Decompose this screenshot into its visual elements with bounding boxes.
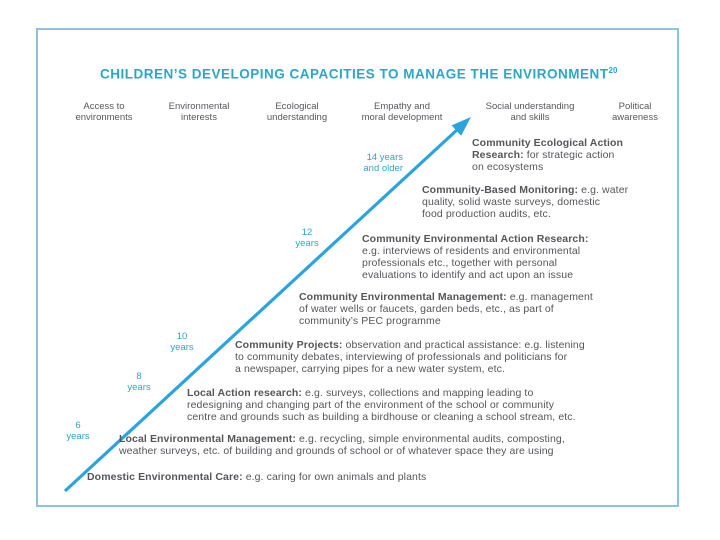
stage-lead: Community Ecological Action Research: bbox=[472, 137, 624, 161]
stage-community-ecological-action-research: Community Ecological Action Research: fo… bbox=[472, 137, 623, 173]
column-header-environmental-interests: Environmental interests bbox=[168, 101, 230, 123]
stage-rest: e.g. interviews of residents and environ… bbox=[362, 245, 581, 281]
column-header-empathy-moral-development: Empathy and moral development bbox=[361, 101, 443, 123]
stage-community-projects: Community Projects: observation and prac… bbox=[235, 339, 585, 375]
column-header-social-understanding-skills: Social understanding and skills bbox=[485, 101, 575, 123]
stage-community-based-monitoring: Community-Based Monitoring: e.g. water q… bbox=[422, 184, 628, 220]
figure-box: CHILDREN’S DEVELOPING CAPACITIES TO MANA… bbox=[36, 28, 679, 507]
stage-lead: Community-Based Monitoring: bbox=[422, 184, 579, 196]
stage-community-environmental-action-research: Community Environmental Action Research:… bbox=[362, 233, 588, 281]
age-label-8: 8 years bbox=[127, 371, 151, 393]
stage-lead: Community Projects: bbox=[235, 339, 343, 351]
stage-lead: Domestic Environmental Care: bbox=[87, 471, 243, 483]
stage-rest: e.g. recycling, simple environmental aud… bbox=[119, 433, 565, 457]
age-label-12: 12 years bbox=[295, 227, 319, 249]
age-label-14-and-older: 14 years and older bbox=[363, 152, 403, 174]
stage-rest: e.g. caring for own animals and plants bbox=[242, 471, 427, 483]
column-header-political-awareness: Political awareness bbox=[612, 101, 658, 123]
stage-rest: e.g. management of water wells or faucet… bbox=[299, 291, 593, 327]
age-label-10: 10 years bbox=[170, 331, 194, 353]
figure-title-text: CHILDREN’S DEVELOPING CAPACITIES TO MANA… bbox=[100, 66, 609, 82]
stage-local-action-research: Local Action research: e.g. surveys, col… bbox=[187, 387, 576, 423]
stage-rest: for strategic action on ecosystems bbox=[472, 149, 615, 173]
stage-rest: observation and practical assistance: e.… bbox=[235, 339, 585, 375]
column-header-access-to-environments: Access to environments bbox=[75, 101, 133, 123]
stage-lead: Community Environmental Action Research: bbox=[362, 233, 589, 245]
stage-lead: Local Action research: bbox=[187, 387, 303, 399]
stage-community-environmental-management: Community Environmental Management: e.g.… bbox=[299, 291, 593, 327]
stage-rest: e.g. water quality, solid waste surveys,… bbox=[422, 184, 629, 220]
stage-rest: e.g. surveys, collections and mapping le… bbox=[187, 387, 576, 423]
age-label-6: 6 years bbox=[66, 420, 90, 442]
figure-title: CHILDREN’S DEVELOPING CAPACITIES TO MANA… bbox=[100, 66, 617, 82]
column-header-ecological-understanding: Ecological understanding bbox=[266, 101, 328, 123]
stage-lead: Local Environmental Management: bbox=[119, 433, 296, 445]
stage-domestic-environmental-care: Domestic Environmental Care: e.g. caring… bbox=[87, 471, 426, 483]
stage-lead: Community Environmental Management: bbox=[299, 291, 507, 303]
stage-local-environmental-management: Local Environmental Management: e.g. rec… bbox=[119, 433, 565, 457]
figure-title-footnote-ref: 20 bbox=[608, 66, 618, 75]
